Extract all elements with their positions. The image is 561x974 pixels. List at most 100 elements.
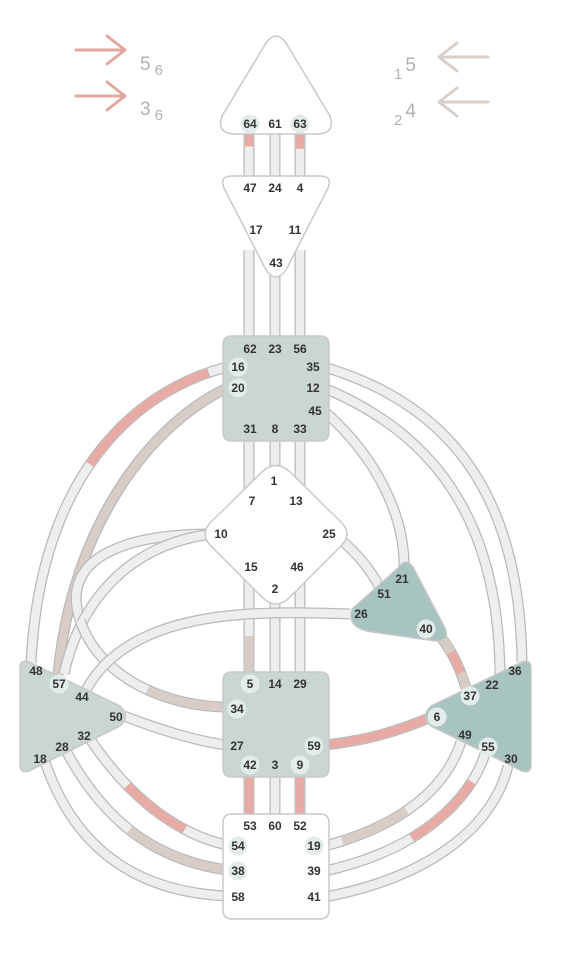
- gate-label: 58: [231, 890, 245, 904]
- gate-28: 28: [55, 740, 69, 754]
- gate-20: 20: [228, 378, 248, 398]
- center-g: [204, 464, 348, 605]
- gate-label: 37: [463, 689, 477, 703]
- gate-14: 14: [268, 677, 282, 691]
- gate-label: 36: [508, 664, 522, 678]
- gate-label: 44: [75, 690, 89, 704]
- gate-label: 46: [290, 560, 304, 574]
- personality-activation-gate: 5: [405, 55, 416, 76]
- channel-26-44: [81, 607, 351, 693]
- gate-55: 55: [478, 737, 498, 757]
- gate-highlight: [304, 836, 324, 856]
- gate-highlight: [49, 674, 69, 694]
- gate-label: 49: [458, 728, 472, 742]
- gate-label: 59: [307, 739, 321, 753]
- channel-10-34: [74, 618, 228, 713]
- gate-label: 31: [243, 422, 257, 436]
- channel-fill: [84, 733, 228, 850]
- center-solar-plexus: [424, 660, 532, 773]
- gate-41: 41: [307, 890, 321, 904]
- gate-61: 61: [268, 117, 282, 131]
- gate-6: 6: [427, 707, 447, 727]
- gate-32: 32: [77, 729, 91, 743]
- gate-label: 23: [268, 342, 282, 356]
- gate-label: 8: [272, 422, 279, 436]
- design-activation-gate: 5: [140, 54, 151, 75]
- channel-25-51: [335, 533, 385, 591]
- gate-27: 27: [230, 739, 244, 753]
- channel-45-21: [320, 406, 410, 569]
- gate-label: 48: [29, 664, 43, 678]
- gate-label: 25: [322, 527, 336, 541]
- gate-label: 28: [55, 740, 69, 754]
- gate-35: 35: [306, 360, 320, 374]
- channel-10-57: [58, 528, 213, 676]
- channel-outline: [83, 732, 229, 851]
- gate-44: 44: [75, 690, 89, 704]
- gate-11: 11: [289, 223, 302, 237]
- gate-highlight: [227, 699, 247, 719]
- gate-49: 49: [458, 728, 472, 742]
- channel-59-6: [324, 712, 432, 751]
- gate-57: 57: [49, 674, 69, 694]
- svg-text:15: 15: [394, 55, 416, 83]
- gate-highlight: [240, 674, 260, 694]
- gate-label: 40: [419, 622, 433, 636]
- personality-activation-gate: 4: [405, 101, 416, 122]
- gate-label: 21: [395, 572, 409, 586]
- channel-activation: [75, 618, 228, 712]
- channel-28-38: [59, 744, 228, 876]
- gate-23: 23: [268, 342, 282, 356]
- gate-37: 37: [460, 686, 480, 706]
- gate-label: 34: [230, 702, 244, 716]
- gate-25: 25: [322, 527, 336, 541]
- gate-47: 47: [243, 181, 257, 195]
- design-activation-line: 6: [155, 62, 163, 79]
- gate-17: 17: [249, 223, 263, 237]
- design-activation-gate: 3: [140, 99, 151, 120]
- gate-label: 5: [247, 677, 254, 691]
- gate-42: 42: [240, 755, 260, 775]
- channel-fill: [322, 384, 505, 680]
- gate-58: 58: [231, 890, 245, 904]
- gate-highlight: [240, 114, 260, 134]
- channel-20-57: [52, 383, 230, 676]
- gate-label: 60: [268, 819, 282, 833]
- personality-activation-line: 2: [394, 112, 402, 129]
- channel-18-58: [38, 757, 228, 902]
- gate-label: 62: [243, 342, 257, 356]
- gate-3: 3: [272, 758, 279, 772]
- gate-46: 46: [290, 560, 304, 574]
- gate-43: 43: [269, 256, 283, 270]
- gate-label: 3: [272, 758, 279, 772]
- gate-60: 60: [268, 819, 282, 833]
- gate-highlight: [427, 707, 447, 727]
- channel-32-54: [83, 732, 229, 851]
- gate-8: 8: [272, 422, 279, 436]
- channel-activation: [323, 740, 466, 851]
- gate-highlight: [290, 755, 310, 775]
- design-activation-line: 6: [155, 107, 163, 124]
- gate-38: 38: [228, 861, 248, 881]
- gate-label: 42: [243, 758, 257, 772]
- gate-15: 15: [244, 560, 258, 574]
- gate-label: 53: [243, 819, 257, 833]
- channel-fill: [82, 608, 351, 693]
- gate-label: 56: [293, 342, 307, 356]
- gate-5: 5: [240, 674, 260, 694]
- gate-40: 40: [416, 619, 436, 639]
- gate-56: 56: [293, 342, 307, 356]
- channel-activation: [324, 752, 490, 876]
- channel-fill: [323, 740, 466, 851]
- arrow-right-icon: [74, 34, 127, 66]
- gate-62: 62: [243, 342, 257, 356]
- channel-fill: [59, 529, 213, 675]
- gate-18: 18: [33, 752, 47, 766]
